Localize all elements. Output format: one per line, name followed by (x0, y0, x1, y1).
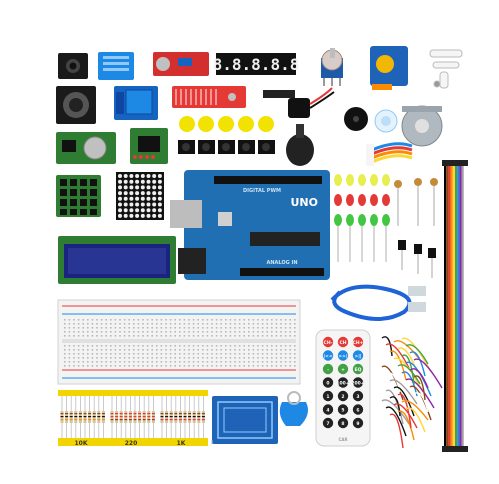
remote-button: 3 (352, 390, 364, 402)
remote-button: 4 (322, 404, 334, 415)
svg-text:5: 5 (341, 407, 344, 413)
remote-button: CH+ (353, 336, 364, 348)
remote-button: 100+ (336, 377, 350, 388)
remote-button: - (322, 363, 334, 375)
svg-text:3: 3 (356, 394, 359, 400)
svg-text:CH: CH (339, 340, 346, 346)
potentiometer (321, 48, 343, 86)
leds (334, 174, 390, 262)
joystick-module (56, 86, 96, 124)
transistors (398, 240, 436, 278)
stepper-motor (401, 105, 443, 147)
svg-text:1: 1 (326, 394, 329, 400)
svg-text:EQ: EQ (355, 367, 362, 373)
remote-button: >|| (352, 350, 364, 361)
remote-button: 8 (337, 417, 349, 429)
breadboard (57, 299, 301, 385)
stepper-driver-board (130, 128, 168, 164)
jumper-wire-bundle (381, 336, 443, 449)
resistor-strips: 10K 220 1K (58, 390, 208, 447)
lcd-1602-display (58, 236, 176, 284)
photoresistors (394, 178, 438, 226)
svg-text:4: 4 (326, 407, 329, 413)
remote-button: 9 (352, 417, 364, 429)
rfid-key-tag (279, 391, 308, 426)
button-caps (179, 116, 274, 132)
svg-text:2: 2 (341, 394, 344, 400)
svg-text:CH+: CH+ (353, 340, 364, 346)
buzzer (344, 107, 368, 131)
remote-button: 200+ (351, 377, 365, 388)
svg-text:8: 8 (341, 421, 344, 427)
board-brand-text: DIGITAL PWM (243, 188, 281, 194)
rfid-module (211, 396, 278, 444)
svg-text:7: 7 (326, 421, 329, 427)
seven-segment-display: 8.8.8.8.8 (213, 53, 300, 75)
arduino-uno-board: UNO DIGITAL PWM ANALOG IN (170, 170, 330, 280)
remote-button: + (337, 363, 349, 375)
svg-text:-: - (327, 368, 329, 373)
board-label: UNO (291, 196, 319, 209)
remote-button: 7 (322, 417, 334, 429)
resistor-label-10k: 10K (75, 440, 88, 447)
usb-cable (330, 284, 426, 321)
battery-clip (288, 87, 335, 118)
remote-button: 6 (352, 404, 364, 415)
servo-horns (429, 49, 463, 89)
svg-text:6: 6 (356, 407, 359, 413)
relay-module (114, 86, 158, 120)
jumper-ribbon (442, 160, 468, 452)
resistor-label-1k: 1K (177, 440, 186, 447)
joystick-cap (286, 124, 314, 166)
remote-button: >>| (337, 350, 349, 361)
svg-text:100+: 100+ (336, 380, 349, 386)
ir-receiver-module (58, 53, 88, 79)
passive-buzzer (374, 109, 398, 133)
svg-text:>||: >|| (354, 353, 361, 359)
remote-button: CH- (322, 336, 334, 348)
remote-button: |<< (322, 350, 334, 361)
water-level-sensor (172, 86, 246, 108)
remote-button: CH (337, 336, 349, 348)
seven-segment-text: 8.8.8.8.8 (213, 55, 300, 74)
servo-motor (370, 46, 408, 90)
resistor-label-220: 220 (125, 440, 138, 447)
tactile-switches (178, 140, 275, 154)
svg-text:>>|: >>| (338, 353, 348, 359)
svg-text:+: + (341, 367, 345, 373)
svg-text:9: 9 (356, 421, 359, 427)
remote-button: 2 (337, 390, 349, 402)
ic-chip (263, 90, 295, 98)
remote-brand: CAR (338, 437, 347, 442)
svg-text:0: 0 (326, 380, 329, 386)
remote-button: EQ (352, 363, 364, 375)
svg-text:CH-: CH- (324, 340, 333, 346)
board-sub-text: ANALOG IN (266, 260, 297, 266)
led-matrix (116, 172, 164, 220)
remote-button: 5 (337, 404, 349, 415)
remote-button: 1 (322, 390, 334, 402)
rtc-module (56, 132, 116, 164)
remote-button: 0 (322, 377, 334, 388)
keypad-module (56, 175, 101, 217)
sound-sensor-module (153, 52, 209, 76)
stepper-wires (366, 142, 413, 166)
svg-text:|<<: |<< (323, 353, 332, 359)
svg-text:200+: 200+ (351, 380, 364, 386)
dht11-sensor-module (98, 52, 134, 80)
